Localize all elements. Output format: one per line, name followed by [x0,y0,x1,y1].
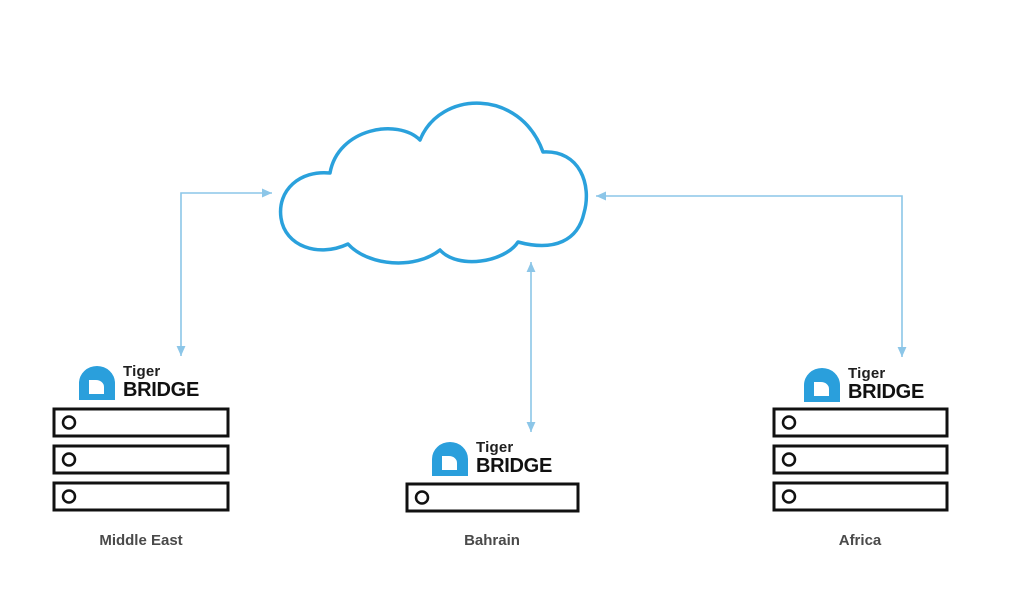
tigerbridge-logo-middle-east: Tiger BRIDGE [79,363,209,401]
tigerbridge-mark-icon [79,366,115,400]
server-unit [52,407,230,438]
server-led-icon [781,489,797,504]
server-stack-africa [772,407,949,512]
server-stack-middle-east [52,407,230,512]
server-led-icon [781,415,797,430]
server-unit [772,407,949,438]
server-led-icon [414,490,430,505]
server-stack-bahrain [405,482,580,513]
server-led-icon [781,452,797,467]
server-unit [772,481,949,512]
server-unit [52,481,230,512]
server-unit [52,444,230,475]
tigerbridge-mark-icon [804,368,840,402]
logo-text-bridge: BRIDGE [848,381,924,403]
connector-africa [596,191,907,357]
connector-middle-east [176,188,272,356]
tigerbridge-logo-africa: Tiger BRIDGE [804,365,934,403]
logo-text-tiger: Tiger [476,439,514,456]
site-label-middle-east: Middle East [99,532,183,549]
tigerbridge-logo-bahrain: Tiger BRIDGE [432,439,562,477]
site-label-bahrain: Bahrain [464,532,520,549]
tigerbridge-mark-icon [432,442,468,476]
server-unit [405,482,580,513]
logo-text-tiger: Tiger [848,365,886,382]
logo-text-bridge: BRIDGE [476,455,552,477]
server-led-icon [61,415,77,430]
site-label-africa: Africa [838,532,882,549]
server-led-icon [61,489,77,504]
logo-text-tiger: Tiger [123,363,161,380]
server-led-icon [61,452,77,467]
cloud-icon [278,101,589,265]
server-unit [772,444,949,475]
logo-text-bridge: BRIDGE [123,379,199,401]
